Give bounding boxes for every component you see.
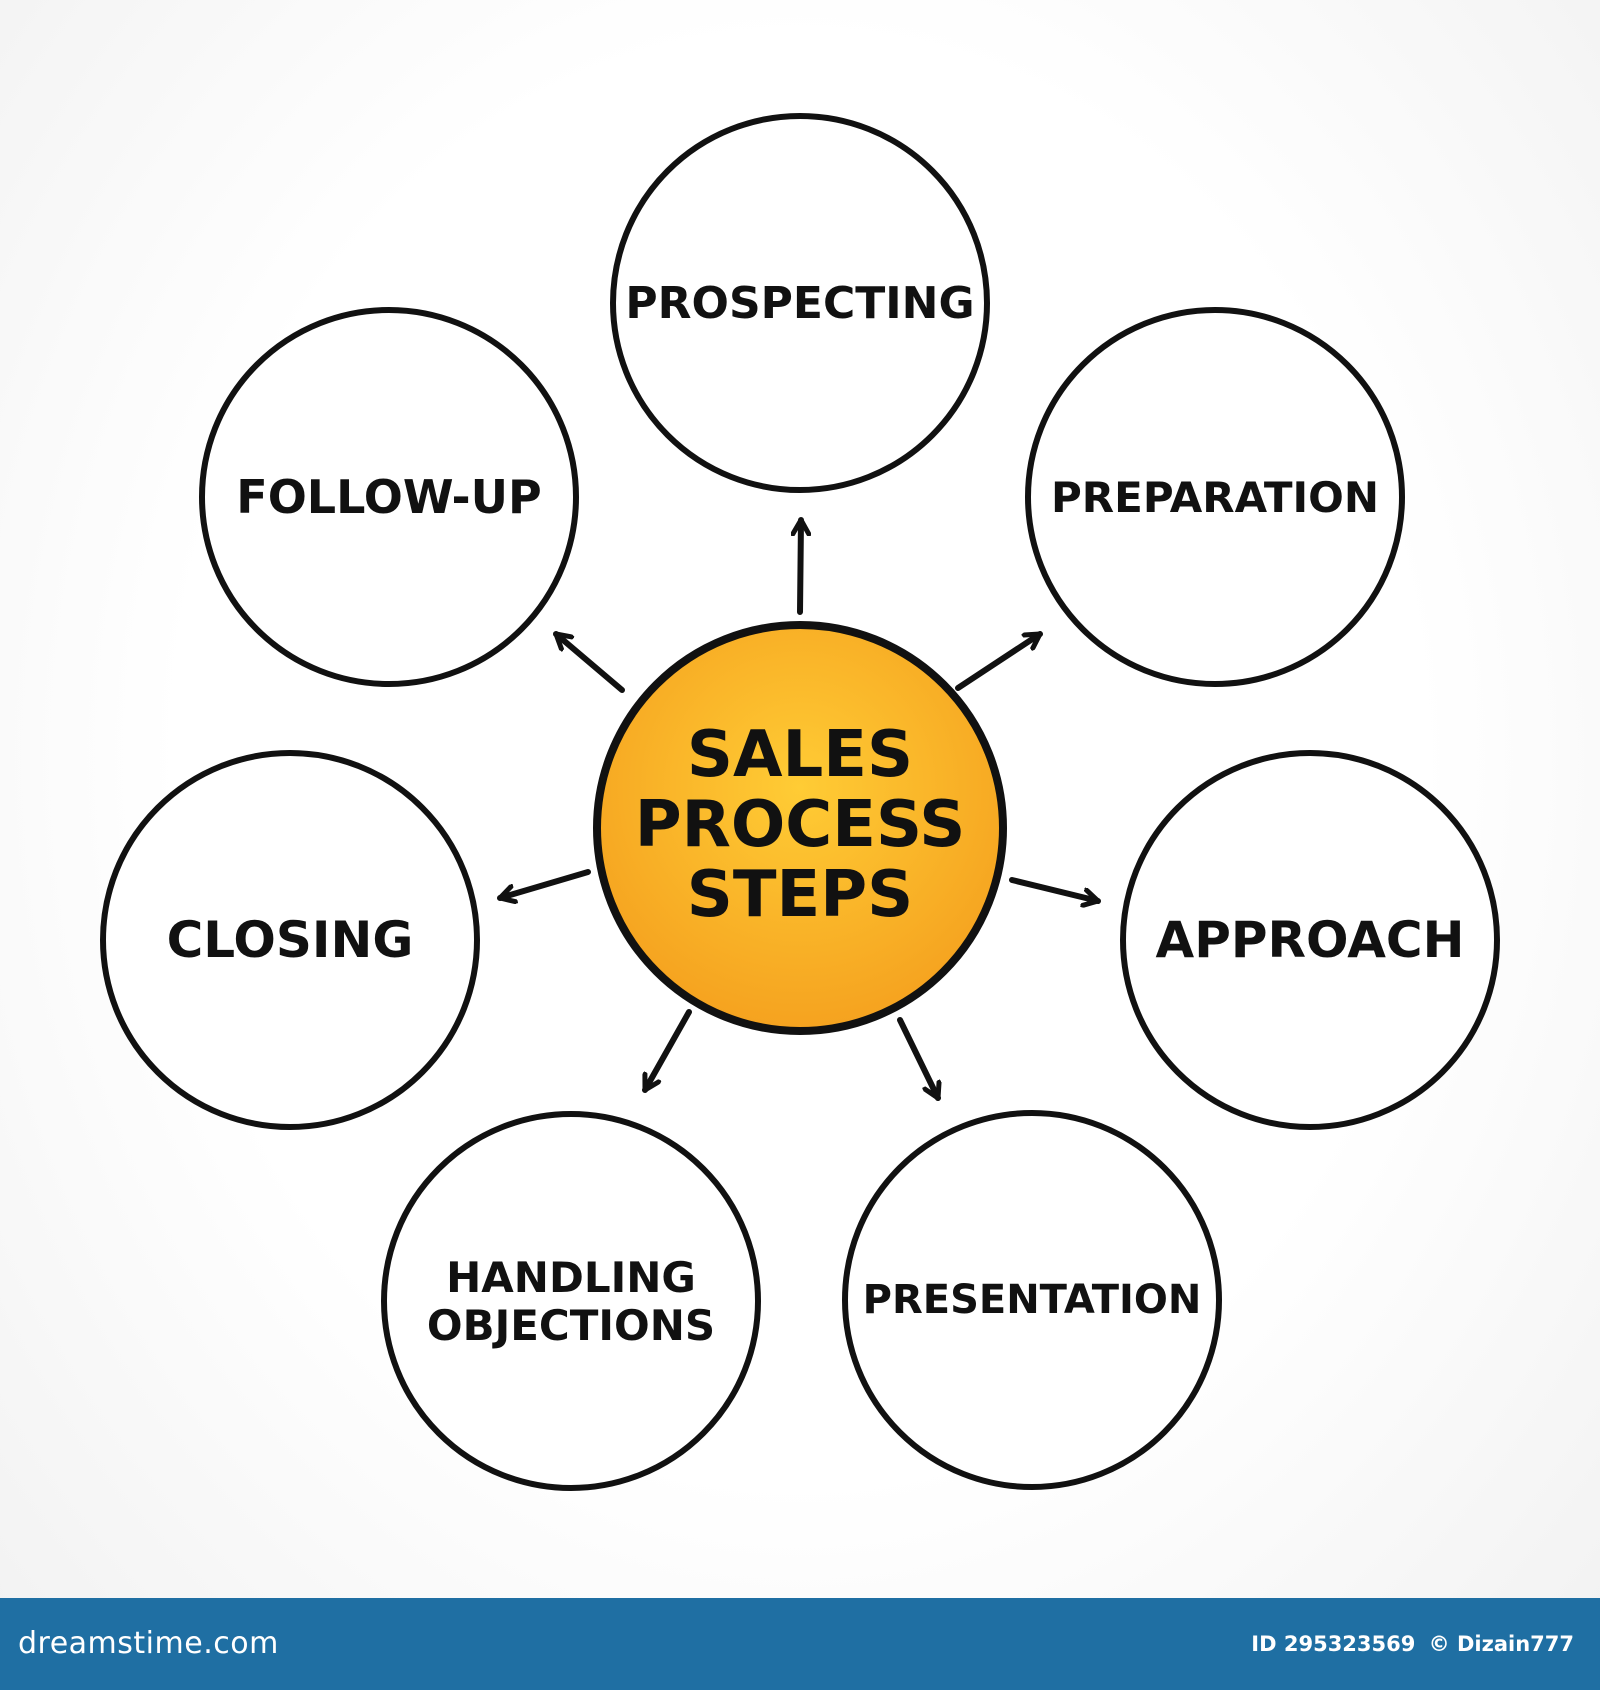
label-line: STEPS <box>687 858 913 932</box>
node-label-presentation: PRESENTATION <box>863 1277 1202 1323</box>
label-line: HANDLING <box>446 1252 696 1301</box>
node-closing: CLOSING <box>100 750 480 1130</box>
node-approach: APPROACH <box>1120 750 1500 1130</box>
site-name: dreamstime.com <box>18 1626 279 1661</box>
node-label-closing: CLOSING <box>167 911 414 969</box>
node-presentation: PRESENTATION <box>842 1110 1222 1490</box>
mind-map-diagram: PROSPECTING PREPARATION APPROACH PRESENT… <box>100 113 1500 1491</box>
label-line: FOLLOW-UP <box>236 470 541 524</box>
arrow-to-approach <box>1009 877 1101 901</box>
node-label-follow-up: FOLLOW-UP <box>236 470 541 524</box>
node-prospecting: PROSPECTING <box>610 113 990 493</box>
footer-bar: dreamstime.com ID 295323569 © Dizain777 <box>0 1598 1600 1690</box>
label-line: SALES <box>687 718 913 792</box>
arrow-to-follow-up <box>553 631 625 693</box>
arrow-to-handling-objections <box>642 1009 692 1093</box>
connector-arrows <box>497 517 1101 1101</box>
label-line: PROCESS <box>635 788 966 862</box>
image-id: ID 295323569 <box>1251 1632 1416 1656</box>
label-line: PROSPECTING <box>625 278 974 329</box>
node-preparation: PREPARATION <box>1025 307 1405 687</box>
label-line: PREPARATION <box>1051 473 1379 522</box>
arrow-to-preparation <box>955 631 1043 691</box>
arrow-to-closing <box>497 869 591 898</box>
label-line: APPROACH <box>1156 911 1465 969</box>
label-line: CLOSING <box>167 911 414 969</box>
node-label-preparation: PREPARATION <box>1051 473 1379 522</box>
node-follow-up: FOLLOW-UP <box>199 307 579 687</box>
label-line: PRESENTATION <box>863 1277 1202 1323</box>
label-line: OBJECTIONS <box>427 1301 715 1350</box>
image-credit: ID 295323569 © Dizain777 <box>1245 1598 1574 1690</box>
arrow-to-presentation <box>897 1017 938 1101</box>
copyright-author: © Dizain777 <box>1428 1632 1574 1656</box>
arrow-to-prospecting <box>800 517 801 615</box>
node-label-approach: APPROACH <box>1156 911 1465 969</box>
node-label-prospecting: PROSPECTING <box>625 278 974 329</box>
